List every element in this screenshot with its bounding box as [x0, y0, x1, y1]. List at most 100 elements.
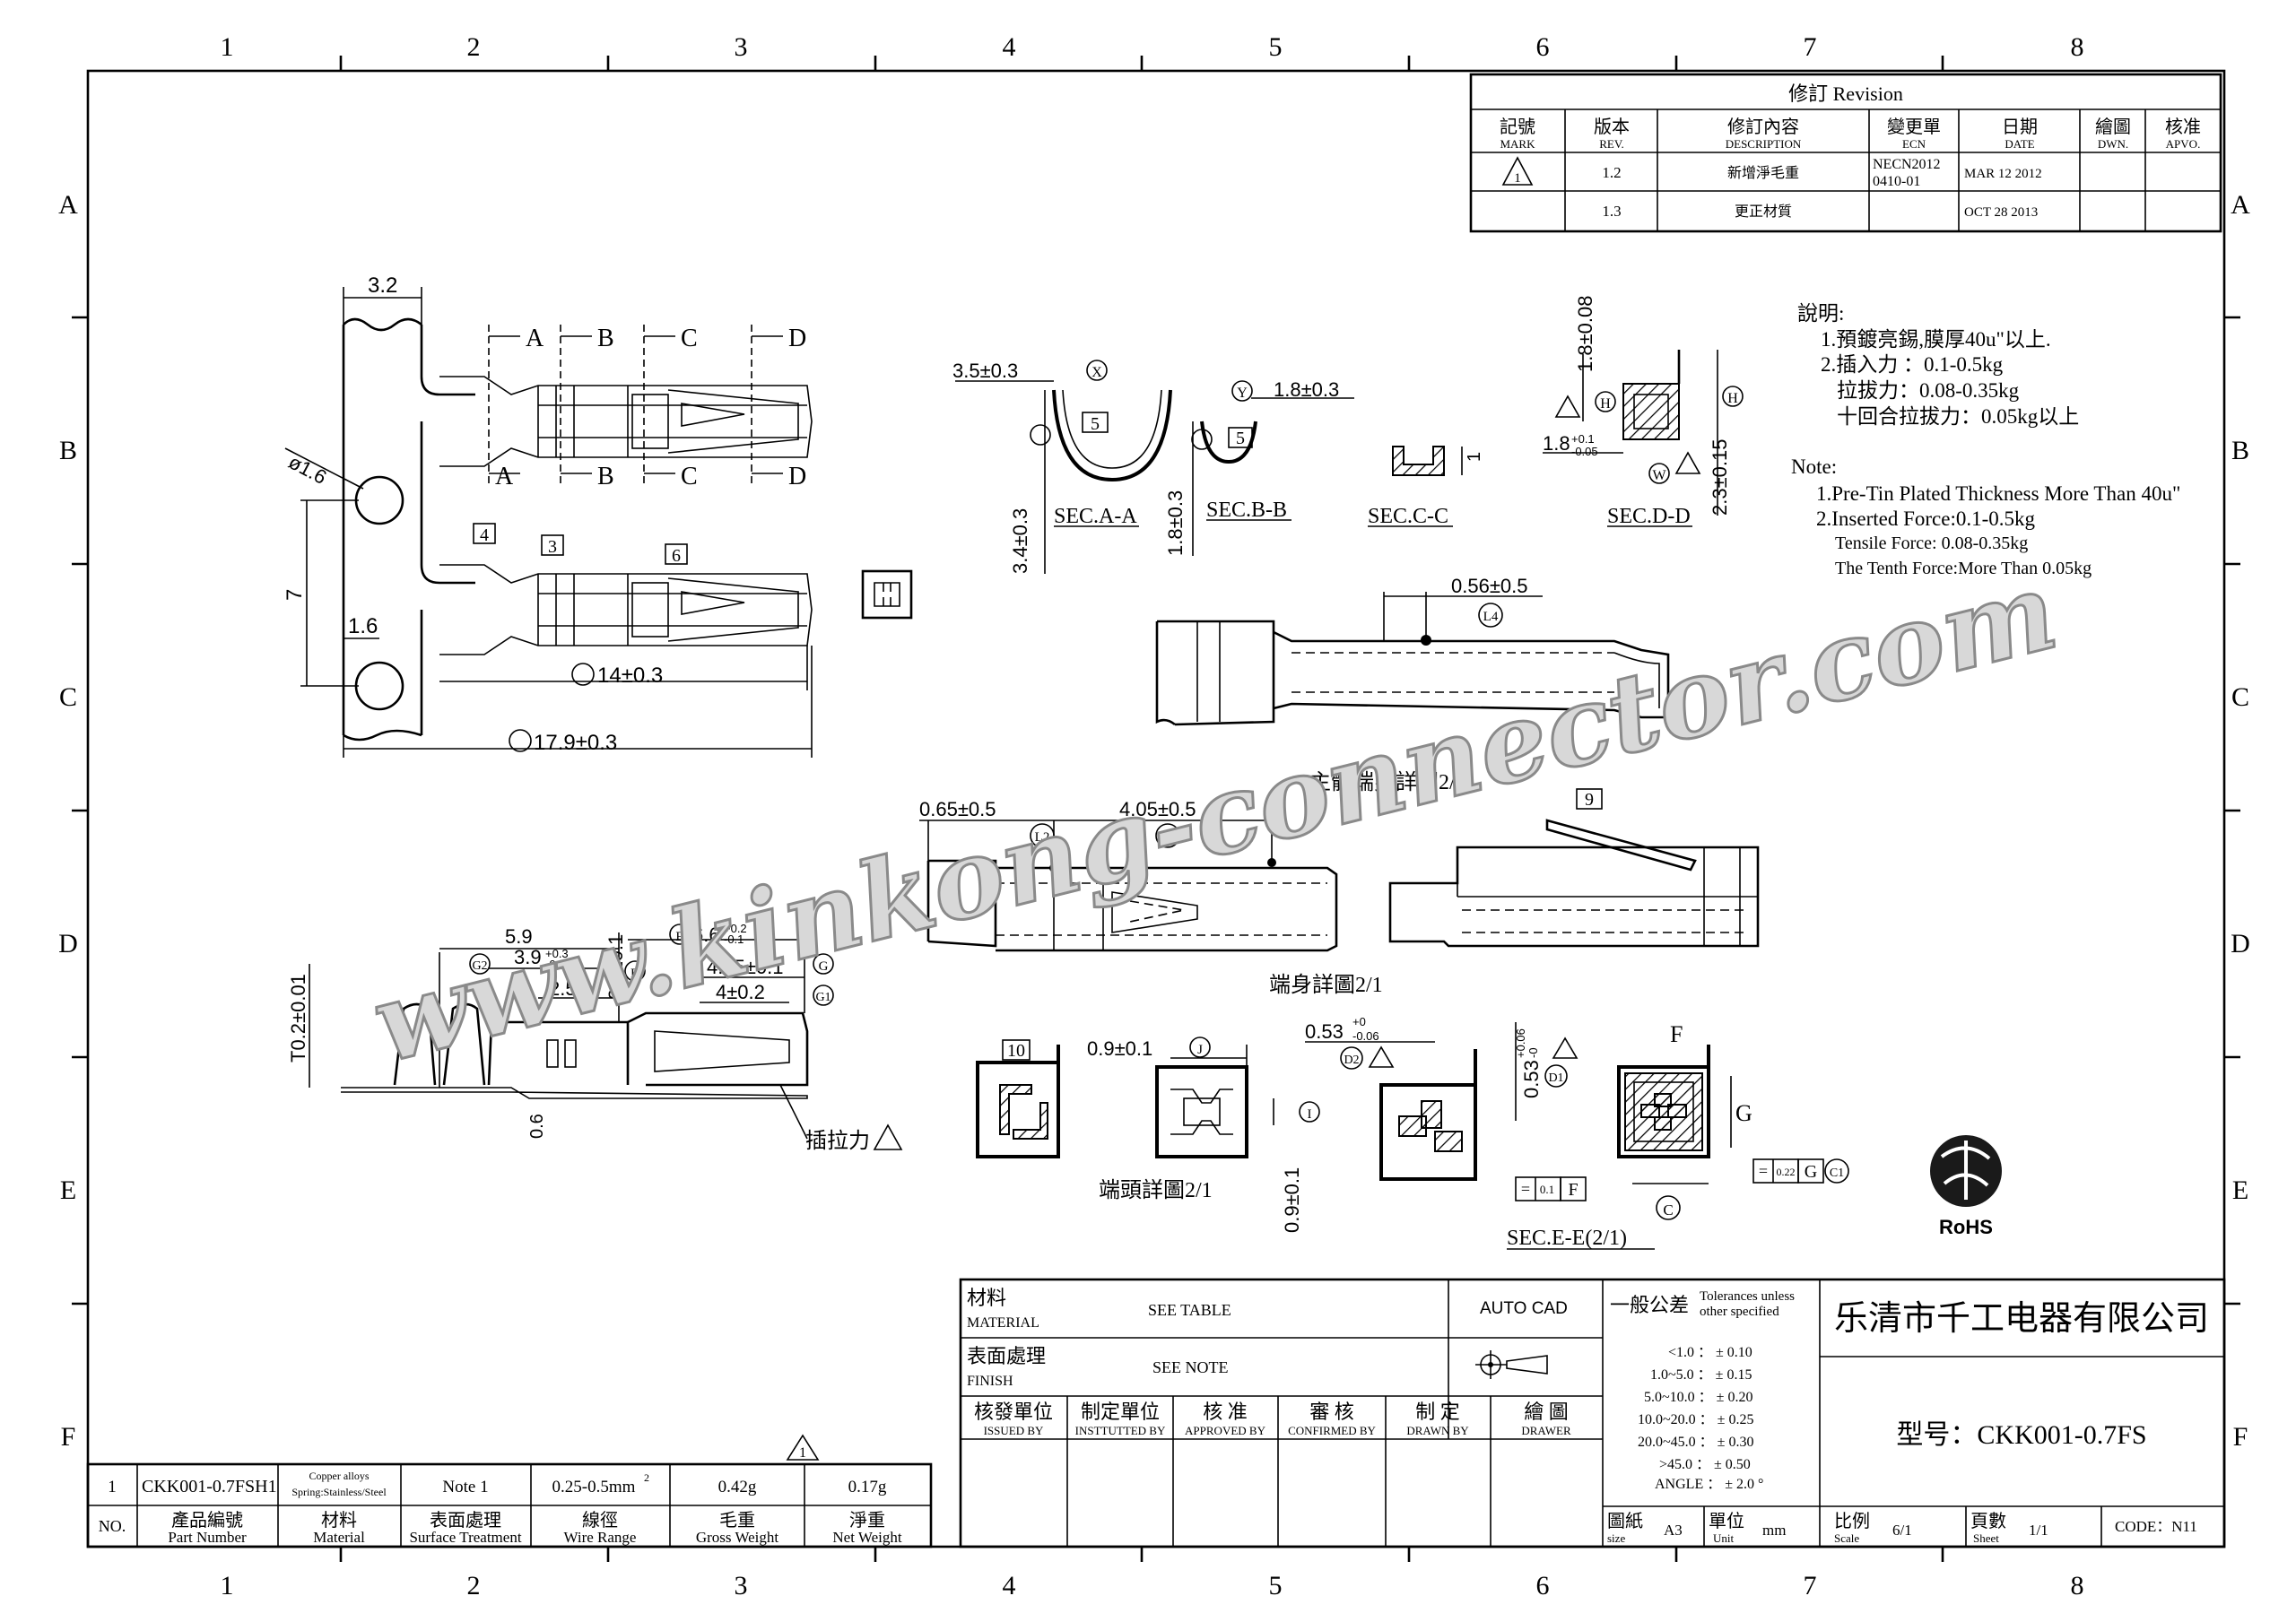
dim-tag: H — [1727, 391, 1738, 406]
dim-text: 4.45±0.1 — [707, 956, 783, 978]
section-label: A — [526, 325, 544, 352]
rev-header-en: DATE — [2005, 137, 2034, 151]
rev-cell: OCT 28 2013 — [1964, 205, 2038, 220]
col-label: 5 — [1269, 32, 1283, 62]
dim-tag-icon — [571, 663, 595, 686]
tb-value: 6/1 — [1892, 1522, 1912, 1539]
detail-title: 主體端身詳圖2/1 — [1309, 770, 1466, 794]
bom-header: 淨重 — [849, 1510, 885, 1531]
dim-text: 0.65±0.5 — [919, 798, 996, 820]
row-label: B — [59, 436, 77, 465]
tb-value: mm — [1762, 1522, 1786, 1539]
dim-text: 0.9±0.1 — [1087, 1037, 1152, 1060]
rev-header-en: DESCRIPTION — [1726, 137, 1802, 151]
row-label: C — [2231, 682, 2249, 712]
dim-tag: G1 — [815, 991, 831, 1004]
sign-label-en: DRAWN BY — [1406, 1424, 1469, 1437]
row-label: D — [58, 929, 78, 958]
tb-label: 單位 — [1709, 1511, 1744, 1531]
dim-text: 3.2 — [368, 273, 397, 298]
col-label: 3 — [735, 1571, 748, 1600]
bom-header: 材料 — [321, 1510, 357, 1531]
col-label: 8 — [2071, 1571, 2084, 1600]
dim-text: 14±0.3 — [597, 664, 663, 688]
tb-value: A3 — [1664, 1522, 1683, 1539]
triangle-icon — [1674, 451, 1701, 474]
grid-labels: 1 2 3 4 5 6 7 8 1 2 3 4 5 6 7 8 A B C D … — [58, 32, 2250, 1600]
dim-text: 1 — [1465, 452, 1484, 462]
body-detail: 0.56±0.5 L4 主體端身詳圖2/1 — [1155, 575, 1670, 794]
dim-text: 0.9±0.1 — [1281, 1167, 1303, 1233]
bom-header-en: Material — [313, 1529, 365, 1546]
dim-tol: +0.06 — [1514, 1028, 1527, 1058]
section-label: A — [495, 463, 514, 490]
section-cc: 1 SEC.C-C — [1368, 446, 1484, 528]
dim-text: 5.9 — [505, 925, 533, 948]
bom-header: NO. — [99, 1517, 126, 1535]
row-label: C — [59, 682, 77, 712]
bom-header: 線徑 — [582, 1510, 618, 1531]
dim-text: 2.3±0.15 — [1709, 439, 1731, 516]
dim-tol: +0.3 — [545, 947, 569, 960]
note-en-title: Note: — [1791, 455, 1837, 478]
dim-tag: B — [631, 967, 639, 981]
tb-label: 頁數 — [1970, 1511, 2006, 1531]
pull-force-label: 插拉力 — [805, 1129, 870, 1153]
dim-text: 1.6 — [348, 614, 378, 638]
dim-tag-icon — [509, 729, 532, 752]
sign-label: 核發單位 — [974, 1401, 1053, 1423]
rev-header: 繪圖 — [2095, 117, 2131, 137]
note-en-line: The Tenth Force:More Than 0.05kg — [1835, 559, 2092, 578]
section-title: SEC.D-D — [1607, 505, 1691, 528]
dim-tag: L3 — [1161, 830, 1176, 845]
note-en-line: Tensile Force: 0.08-0.35kg — [1835, 533, 2028, 553]
section-title: SEC.B-B — [1206, 499, 1287, 522]
bom-cell: 0.25-0.5mm — [552, 1478, 636, 1496]
section-title: SEC.A-A — [1054, 505, 1137, 528]
tb-label: other specified — [1700, 1305, 1779, 1319]
bom-header: 產品編號 — [171, 1510, 243, 1531]
dim-text: 0.6 — [527, 1114, 547, 1139]
triangle-icon — [1368, 1045, 1395, 1068]
revision-triangle-icon — [1501, 156, 1534, 186]
dim-text: 1.8±0.3 — [1274, 378, 1339, 401]
rev-header-en: APVO. — [2166, 137, 2201, 151]
revision-title: 修訂 Revision — [1788, 82, 1903, 105]
revision-triangle-icon — [786, 1434, 820, 1461]
dim-tag: F — [1670, 1021, 1683, 1047]
col-label: 2 — [467, 1571, 481, 1600]
triangle-icon — [1552, 1037, 1578, 1059]
fc-value: 0.22 — [1777, 1166, 1796, 1178]
col-label: 5 — [1269, 1571, 1283, 1600]
rev-cell: 1.2 — [1602, 164, 1621, 181]
rev-header-en: REV. — [1599, 137, 1624, 151]
dim-tag: E — [675, 930, 683, 944]
bom-header: 表面處理 — [430, 1510, 501, 1531]
fc-datum: F — [1568, 1180, 1578, 1200]
dim-tol: -0.1 — [724, 932, 744, 946]
dim-tag: G2 — [472, 959, 487, 973]
note-zh-line: 十回合拉拔力：0.05kg以上 — [1837, 405, 2079, 428]
tb-label: Sheet — [1973, 1531, 1999, 1545]
callout-box: 5 — [1091, 414, 1100, 434]
sign-label: 制定單位 — [1081, 1401, 1160, 1423]
tb-label: size — [1607, 1531, 1625, 1545]
bom-header-en: Wire Range — [564, 1529, 637, 1546]
fc-symbol: = — [1521, 1180, 1530, 1198]
section-label: B — [597, 463, 614, 490]
pilot-hole — [354, 661, 404, 711]
dim-tag: D1 — [1548, 1071, 1563, 1085]
rohs-text: RoHS — [1939, 1216, 1993, 1238]
dim-tag: Y — [1237, 386, 1248, 401]
callout-box: 4 — [480, 525, 489, 545]
dim-tol: +0 — [1352, 1015, 1366, 1028]
dim-tol: -0 — [1526, 1047, 1540, 1058]
bom-cell: CKK001-0.7FSH1 — [142, 1477, 277, 1496]
rev-cell: 新增淨毛重 — [1727, 165, 1799, 181]
rev-header: 記號 — [1500, 117, 1535, 137]
col-label: 4 — [1003, 32, 1016, 62]
col-label: 8 — [2071, 32, 2084, 62]
section-label: B — [597, 325, 614, 352]
detail-title: 端頭詳圖2/1 — [1099, 1178, 1213, 1202]
tb-label: 材料 — [967, 1287, 1006, 1309]
